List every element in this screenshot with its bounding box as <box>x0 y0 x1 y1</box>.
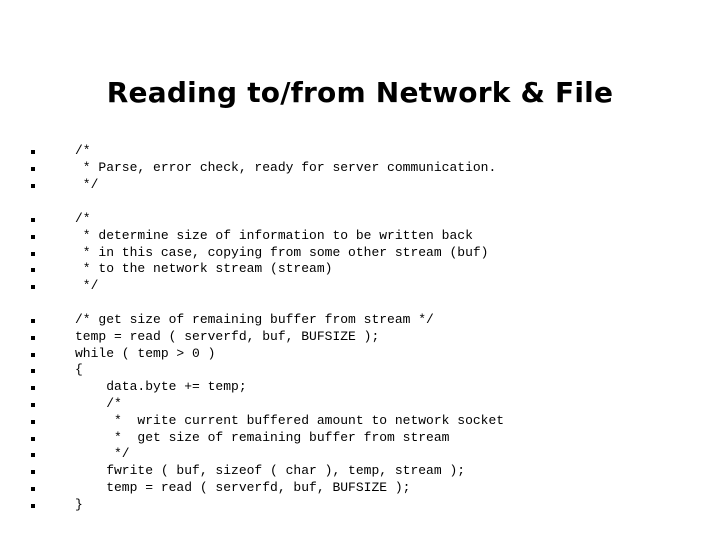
bullet <box>31 166 35 171</box>
code-text: } <box>75 496 83 512</box>
code-text: */ <box>75 446 130 462</box>
code-text: * determine size of information to be wr… <box>75 227 473 243</box>
bullet <box>31 150 35 154</box>
code-block-parse-comment: /* * Parse, error check, ready for serve… <box>0 143 720 193</box>
bullet <box>31 234 35 239</box>
code-text: /* get size of remaining buffer from str… <box>75 312 434 327</box>
code-text: /* <box>75 395 122 411</box>
bullet <box>31 419 35 424</box>
bullet <box>31 369 35 374</box>
code-text: data.byte += temp; <box>75 379 247 395</box>
bullet <box>31 386 35 391</box>
code-text: * get size of remaining buffer from stre… <box>75 429 450 445</box>
code-text: */ <box>75 278 99 294</box>
code-text: * to the network stream (stream) <box>75 261 333 277</box>
code-line: data.byte += temp; <box>0 379 720 396</box>
code-text: /* <box>75 143 91 158</box>
code-text: while ( temp > 0 ) <box>75 345 216 361</box>
code-text: temp = read ( serverfd, buf, BUFSIZE ); <box>75 328 380 344</box>
code-line: * write current buffered amount to netwo… <box>0 413 720 430</box>
code-line: temp = read ( serverfd, buf, BUFSIZE ); <box>0 480 720 497</box>
code-line: * to the network stream (stream) <box>0 261 720 278</box>
code-line: temp = read ( serverfd, buf, BUFSIZE ); <box>0 329 720 346</box>
code-line: } <box>0 497 720 514</box>
bullet <box>31 335 35 340</box>
code-block-read-loop: /* get size of remaining buffer from str… <box>0 312 720 514</box>
bullet <box>31 453 35 458</box>
slide-title: Reading to/from Network & File <box>106 76 614 109</box>
code-line: */ <box>0 177 720 194</box>
code-line: * in this case, copying from some other … <box>0 245 720 262</box>
code-line: * get size of remaining buffer from stre… <box>0 430 720 447</box>
bullet <box>31 218 35 222</box>
code-line: * determine size of information to be wr… <box>0 228 720 245</box>
bullet <box>31 285 35 290</box>
bullet <box>31 319 35 323</box>
code-line: */ <box>0 446 720 463</box>
code-line: /* <box>0 396 720 413</box>
bullet <box>31 402 35 407</box>
code-text: /* <box>75 211 91 226</box>
code-line: */ <box>0 278 720 295</box>
code-text: * Parse, error check, ready for server c… <box>75 159 497 175</box>
bullet <box>31 268 35 273</box>
code-text: * write current buffered amount to netwo… <box>75 412 505 428</box>
bullet <box>31 251 35 256</box>
code-text: fwrite ( buf, sizeof ( char ), temp, str… <box>75 463 466 479</box>
code-text: */ <box>75 176 99 192</box>
code-block-size-comment: /* * determine size of information to be… <box>0 211 720 295</box>
code-line: * Parse, error check, ready for server c… <box>0 160 720 177</box>
code-line: /* get size of remaining buffer from str… <box>0 312 720 329</box>
code-line: /* <box>0 143 720 160</box>
code-line: /* <box>0 211 720 228</box>
bullet <box>31 470 35 475</box>
code-text: temp = read ( serverfd, buf, BUFSIZE ); <box>75 479 411 495</box>
code-text: * in this case, copying from some other … <box>75 244 489 260</box>
code-line: fwrite ( buf, sizeof ( char ), temp, str… <box>0 463 720 480</box>
bullet <box>31 352 35 357</box>
bullet <box>31 436 35 441</box>
bullet <box>31 486 35 491</box>
code-text: { <box>75 362 83 378</box>
bullet <box>31 503 35 508</box>
bullet <box>31 183 35 188</box>
code-line: while ( temp > 0 ) <box>0 346 720 363</box>
code-line: { <box>0 362 720 379</box>
